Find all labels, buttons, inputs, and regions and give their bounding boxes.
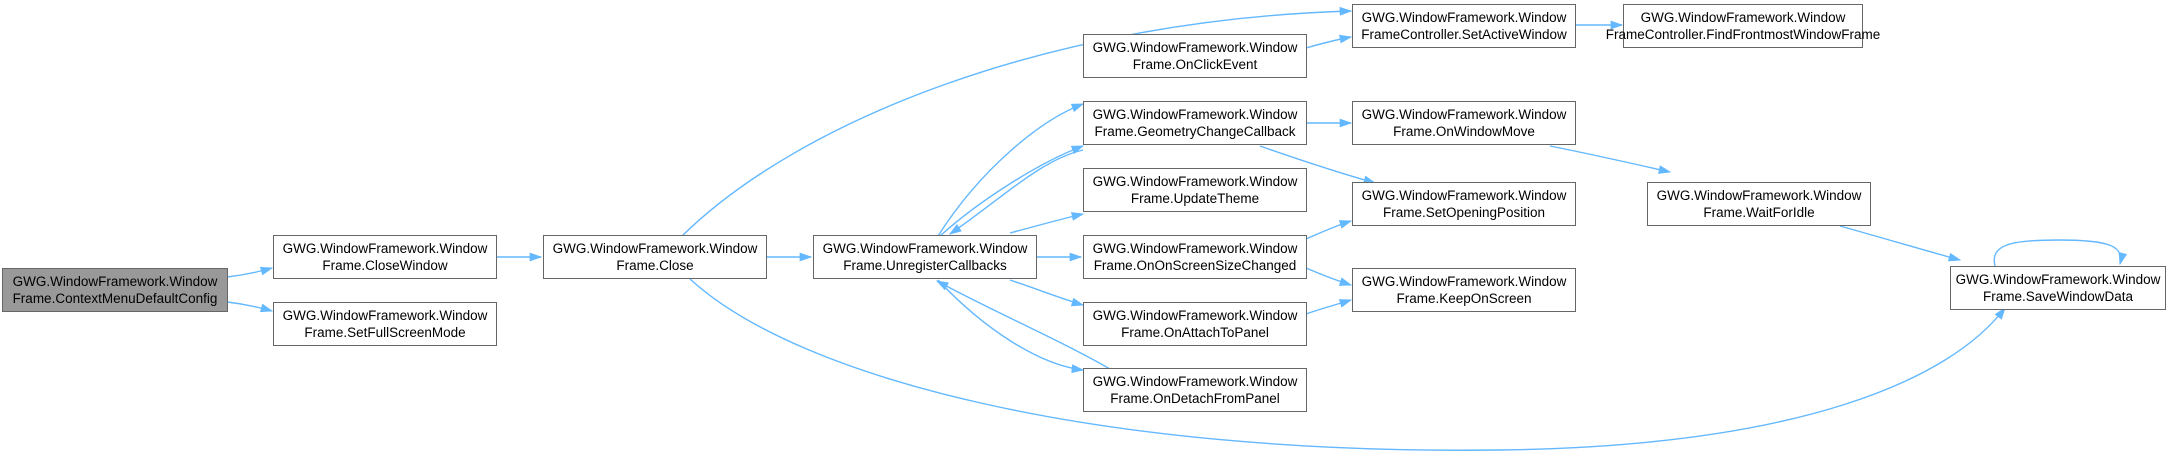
node-line-1: GWG.WindowFramework.Window [1640, 10, 1846, 25]
edge-unreg-geom [939, 145, 1085, 237]
edge-unreg-theme [1009, 212, 1085, 234]
node-line-1: GWG.WindowFramework.Window [1361, 188, 1567, 203]
edge-attach-keepon [1305, 299, 1353, 315]
node-on-detach-from-panel[interactable]: GWG.WindowFramework.Window Frame.OnDetac… [1083, 368, 1307, 412]
edge-geom-unreg [948, 149, 1084, 235]
node-line-2: Frame.OnClickEvent [1132, 57, 1258, 72]
node-context-menu-default-config[interactable]: GWG.WindowFramework.Window Frame.Context… [2, 268, 228, 312]
node-line-2: Frame.SaveWindowData [1982, 289, 2134, 304]
node-line-2: Frame.SetFullScreenMode [304, 325, 466, 340]
node-unregister-callbacks[interactable]: GWG.WindowFramework.Window Frame.Unregis… [813, 235, 1037, 279]
node-set-active-window[interactable]: GWG.WindowFramework.Window FrameControll… [1352, 4, 1576, 48]
edge-close-save [689, 278, 2006, 451]
node-line-1: GWG.WindowFramework.Window [282, 308, 488, 323]
node-line-1: GWG.WindowFramework.Window [1092, 374, 1298, 389]
node-line-2: Frame.ContextMenuDefaultConfig [12, 291, 218, 306]
node-line-1: GWG.WindowFramework.Window [1092, 241, 1298, 256]
node-line-2: FrameController.FindFrontmostWindowFrame [1605, 27, 1881, 42]
node-wait-for-idle[interactable]: GWG.WindowFramework.Window Frame.WaitFor… [1647, 182, 1871, 226]
node-line-2: Frame.SetOpeningPosition [1382, 205, 1546, 220]
node-update-theme[interactable]: GWG.WindowFramework.Window Frame.UpdateT… [1083, 168, 1307, 212]
node-line-1: GWG.WindowFramework.Window [1361, 274, 1567, 289]
edge-detach-unreg [935, 280, 1111, 370]
node-line-2: Frame.UnregisterCallbacks [843, 258, 1007, 273]
node-on-click-event[interactable]: GWG.WindowFramework.Window Frame.OnClick… [1083, 34, 1307, 78]
edge-geom-openpos [1259, 145, 1377, 185]
node-line-1: GWG.WindowFramework.Window [822, 241, 1028, 256]
edge-ctx-closewin [226, 266, 274, 278]
node-keep-on-screen[interactable]: GWG.WindowFramework.Window Frame.KeepOnS… [1352, 268, 1576, 312]
node-line-1: GWG.WindowFramework.Window [282, 241, 488, 256]
node-find-frontmost-window-frame[interactable]: GWG.WindowFramework.Window FrameControll… [1606, 4, 1880, 48]
node-line-1: GWG.WindowFramework.Window [12, 274, 218, 289]
node-line-2: Frame.GeometryChangeCallback [1094, 124, 1296, 139]
edge-unreg-attach [1009, 279, 1085, 307]
edge-close-setactive [681, 6, 1353, 237]
edge-winmove-waitidle [1549, 145, 1672, 174]
node-line-2: Frame.CloseWindow [322, 258, 448, 273]
node-line-1: GWG.WindowFramework.Window [1092, 308, 1298, 323]
node-geometry-change-callback[interactable]: GWG.WindowFramework.Window Frame.Geometr… [1083, 101, 1307, 145]
edge-screensize-keepon [1305, 267, 1353, 286]
node-line-1: GWG.WindowFramework.Window [1361, 107, 1567, 122]
edge-unreg-onclick [937, 103, 1085, 237]
node-line-1: GWG.WindowFramework.Window [1656, 188, 1862, 203]
edge-screensize-openpos [1305, 220, 1353, 240]
node-line-2: FrameController.SetActiveWindow [1361, 27, 1567, 42]
node-line-1: GWG.WindowFramework.Window [1092, 40, 1298, 55]
edge-unreg-detach [937, 279, 1085, 374]
node-line-1: GWG.WindowFramework.Window [1955, 272, 2161, 287]
node-line-2: Frame.OnWindowMove [1393, 124, 1535, 139]
edge-onclick-setactive [1305, 34, 1353, 49]
node-line-1: GWG.WindowFramework.Window [1361, 10, 1567, 25]
node-line-1: GWG.WindowFramework.Window [552, 241, 758, 256]
edge-save-save [1993, 239, 2128, 267]
node-close[interactable]: GWG.WindowFramework.Window Frame.Close [543, 235, 767, 279]
node-on-attach-to-panel[interactable]: GWG.WindowFramework.Window Frame.OnAttac… [1083, 302, 1307, 346]
node-save-window-data[interactable]: GWG.WindowFramework.Window Frame.SaveWin… [1950, 266, 2166, 310]
node-on-screen-size-changed[interactable]: GWG.WindowFramework.Window Frame.OnOnScr… [1083, 235, 1307, 279]
node-set-opening-position[interactable]: GWG.WindowFramework.Window Frame.SetOpen… [1352, 182, 1576, 226]
node-line-2: Frame.OnOnScreenSizeChanged [1093, 258, 1297, 273]
edge-ctx-fullscreen [226, 301, 274, 313]
node-line-2: Frame.KeepOnScreen [1396, 291, 1532, 306]
node-line-2: Frame.UpdateTheme [1130, 191, 1260, 206]
node-line-2: Frame.OnAttachToPanel [1121, 325, 1269, 340]
node-on-window-move[interactable]: GWG.WindowFramework.Window Frame.OnWindo… [1352, 101, 1576, 145]
node-line-2: Frame.Close [616, 258, 694, 273]
node-line-2: Frame.WaitForIdle [1703, 205, 1815, 220]
node-line-1: GWG.WindowFramework.Window [1092, 107, 1298, 122]
node-line-2: Frame.OnDetachFromPanel [1110, 391, 1280, 406]
node-set-full-screen-mode[interactable]: GWG.WindowFramework.Window Frame.SetFull… [273, 302, 497, 346]
node-line-1: GWG.WindowFramework.Window [1092, 174, 1298, 189]
node-close-window[interactable]: GWG.WindowFramework.Window Frame.CloseWi… [273, 235, 497, 279]
edge-waitidle-save [1839, 225, 1962, 262]
